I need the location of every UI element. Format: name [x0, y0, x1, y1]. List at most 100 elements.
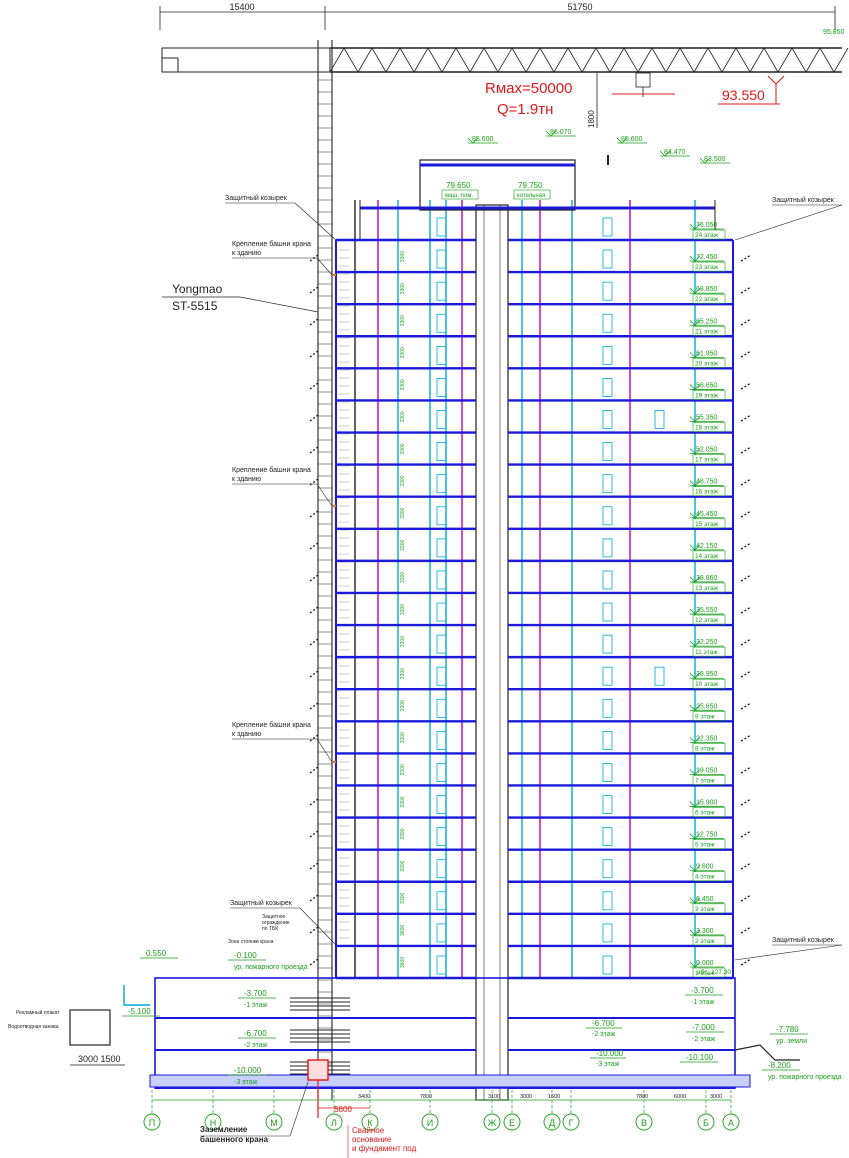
- floor-level-label-box: [692, 839, 726, 849]
- floor-level-triangle: [689, 672, 701, 679]
- axis-label: А: [728, 1118, 734, 1128]
- roof-mark: 86.070: [545, 129, 576, 137]
- truss-diagonal: [497, 47, 513, 73]
- floor-level-label-box: [692, 871, 726, 882]
- right-brace: [740, 606, 752, 614]
- bottom-dim: 3100: [488, 1094, 500, 1100]
- door-opening: [602, 570, 613, 590]
- floor-level-mark: 58.650: [696, 382, 718, 389]
- roof-room-mark: 79.750: [518, 181, 543, 190]
- floor-level-label: 15 этаж: [695, 521, 719, 528]
- left-brace: [309, 638, 319, 646]
- truss-diagonal: [385, 47, 401, 73]
- roof-mark: 85.600: [616, 136, 647, 144]
- roof-room-box: [513, 189, 551, 200]
- ground-abs: абс. 127.30: [697, 968, 731, 976]
- floor-level-label-box: [692, 678, 726, 689]
- door-opening: [436, 506, 447, 526]
- left-brace: [309, 606, 319, 614]
- floor-level-triangle: [689, 287, 701, 294]
- right-level-mark: -3.700: [691, 986, 714, 995]
- right-brace: [740, 318, 752, 326]
- guard-canopy-bottom-right-leader: [734, 944, 843, 961]
- door-opening: [436, 955, 447, 975]
- axis-Ж: Ж: [483, 1090, 501, 1131]
- truss-diagonal: [735, 47, 751, 73]
- right-brace: [740, 510, 752, 518]
- floor-level-label-box: [692, 935, 726, 946]
- roof-mark-triangle: [699, 157, 711, 164]
- floor-level-triangle: [689, 480, 701, 487]
- storey-height: 3300: [400, 668, 406, 679]
- floor-level-label-box: [692, 614, 726, 625]
- floor-level-mark: 19.050: [696, 767, 718, 774]
- floor-level-label-box: [692, 518, 726, 529]
- door-opening: [436, 249, 447, 269]
- floor-level-triangle: [689, 801, 701, 808]
- door-opening: [436, 570, 447, 590]
- floor-level-triangle: [689, 416, 701, 423]
- bottom-dim: 1600: [548, 1094, 560, 1100]
- bottom-dim: 3000: [710, 1094, 722, 1100]
- truss-diagonal: [441, 47, 457, 73]
- right-level-mark: -10.100: [686, 1053, 714, 1062]
- axis-bubble: [503, 1113, 521, 1131]
- door-opening: [436, 538, 447, 558]
- right-brace: [740, 542, 752, 550]
- left-level-mark: -6.700: [244, 1029, 267, 1038]
- left-level-mark: -5.100: [128, 1007, 151, 1016]
- door-opening: [602, 442, 613, 462]
- floor-level-label-box: [692, 646, 726, 657]
- left-brace: [309, 510, 319, 518]
- axis-label: Ж: [488, 1118, 497, 1128]
- crane-base: [307, 1059, 329, 1081]
- floor-level-label-box: [692, 711, 726, 721]
- truss-diagonal: [623, 47, 639, 73]
- crane-offset: 5600: [334, 1105, 352, 1114]
- left-level: -3.700-1 этаж: [238, 989, 276, 1009]
- grounding-leader: [289, 1081, 309, 1137]
- door-opening: [436, 859, 447, 879]
- floor-level-label-box: [692, 261, 726, 272]
- crane-counter-jib: [161, 47, 331, 73]
- tie-leader: [316, 738, 333, 763]
- floor-level-label-box: [692, 743, 726, 753]
- truss-diagonal: [693, 47, 709, 73]
- floor-level-triangle: [689, 255, 701, 262]
- floor-level-mark: 61.950: [696, 350, 718, 357]
- floor-level-triangle: [689, 961, 701, 968]
- storey-height: 3600: [400, 957, 406, 968]
- floor-level-triangle: [689, 512, 701, 519]
- axis-К: К: [361, 1090, 379, 1131]
- floor-level-mark: 25.650: [696, 703, 718, 710]
- floor-level-label: 12 этаж: [695, 617, 719, 624]
- floor-level-label: 24 этаж: [695, 232, 719, 239]
- left-brace: [309, 958, 319, 966]
- door-opening: [436, 730, 447, 750]
- left-billboard: [69, 1009, 111, 1046]
- storey-height: 3300: [400, 379, 406, 390]
- storey-height: 3300: [400, 507, 406, 518]
- floor-level-label: 23 этаж: [695, 264, 719, 271]
- truss-diagonal: [413, 47, 429, 73]
- floor-level-label: 20 этаж: [695, 360, 719, 367]
- door-opening: [436, 378, 447, 397]
- floor-level-mark: 35.550: [696, 607, 718, 614]
- truss-diagonal: [525, 47, 541, 73]
- right-level-label: ур. пожарного проезда: [768, 1074, 842, 1081]
- bottom-dim: 3400: [358, 1094, 370, 1100]
- axis-bubble: [483, 1113, 501, 1131]
- door-opening: [436, 281, 447, 301]
- truss-diagonal: [553, 47, 569, 73]
- storey-height: 3300: [400, 315, 406, 326]
